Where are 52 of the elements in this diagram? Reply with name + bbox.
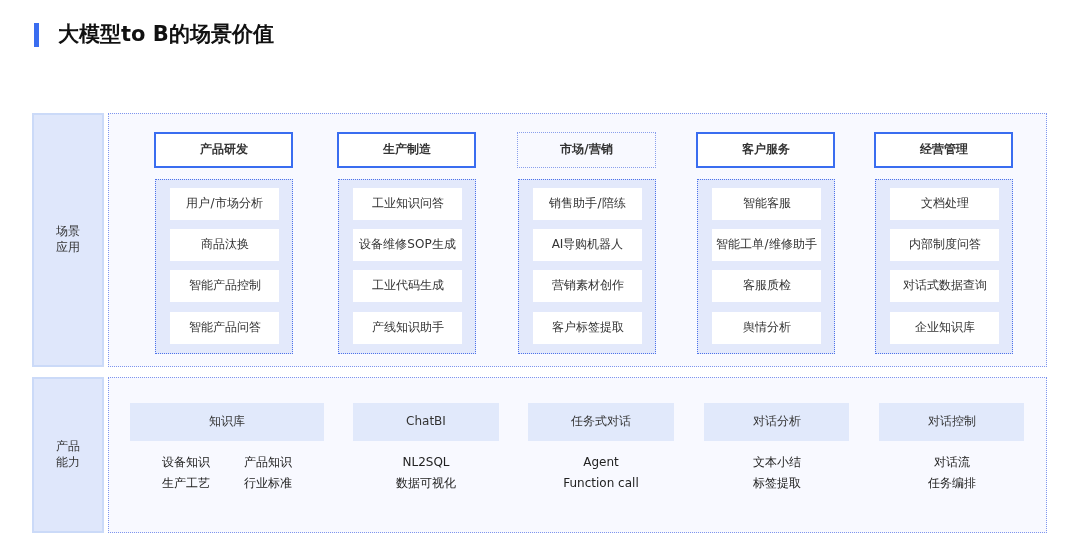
scenario-card: AI导购机器人 (533, 229, 642, 261)
scenario-card: 智能产品控制 (170, 270, 279, 302)
capability-card: 任务式对话 (528, 403, 674, 441)
category-header: 生产制造 (337, 132, 476, 168)
category-header: 产品研发 (154, 132, 293, 168)
section-label: 产品能力 (32, 377, 104, 533)
scenario-card: 对话式数据查询 (890, 270, 999, 302)
capability-feature: 生产工艺 (162, 475, 210, 492)
scenario-card: 设备维修SOP生成 (353, 229, 462, 261)
capability-feature: 对话流 (933, 455, 970, 471)
capability-feature: 数据可视化 (396, 475, 456, 492)
scenario-card: 营销素材创作 (533, 270, 642, 302)
section-panel (108, 113, 1047, 367)
scenario-card: 用户/市场分析 (170, 188, 279, 220)
scenario-card: 工业知识问答 (353, 188, 462, 220)
category-group (155, 179, 293, 354)
capability-feature: Function call (563, 475, 639, 492)
scenario-card: 文档处理 (890, 188, 999, 220)
capability-feature: NL2SQL (402, 455, 450, 471)
scenario-card: 销售助手/陪练 (533, 188, 642, 220)
category-group (875, 179, 1013, 354)
category-group (518, 179, 656, 354)
scenario-card: 客服质检 (712, 270, 821, 302)
scenario-card: 内部制度问答 (890, 229, 999, 261)
section-panel (108, 377, 1047, 533)
category-header: 客户服务 (696, 132, 835, 168)
capability-feature: 行业标准 (244, 475, 292, 492)
scenario-card: 工业代码生成 (353, 270, 462, 302)
category-group (338, 179, 476, 354)
scenario-card: 客户标签提取 (533, 312, 642, 344)
title: 大模型to B的场景价值 (58, 21, 274, 48)
category-header: 经营管理 (874, 132, 1013, 168)
scenario-card: 智能客服 (712, 188, 821, 220)
capability-feature: Agent (583, 455, 619, 471)
scenario-card: 智能工单/维修助手 (712, 229, 821, 261)
capability-feature: 文本小结 (752, 455, 801, 471)
capability-feature: 产品知识 (244, 455, 292, 471)
scenario-card: 企业知识库 (890, 312, 999, 344)
scenario-card: 智能产品问答 (170, 312, 279, 344)
capability-card: 对话分析 (704, 403, 849, 441)
capability-card: 对话控制 (879, 403, 1024, 441)
capability-feature: 标签提取 (752, 475, 801, 492)
capability-feature: 设备知识 (162, 455, 210, 471)
section-label: 场景应用 (32, 113, 104, 367)
category-group (697, 179, 835, 354)
capability-feature: 任务编排 (927, 475, 976, 492)
capability-card: ChatBI (353, 403, 499, 441)
capability-card: 知识库 (130, 403, 324, 441)
scenario-card: 产线知识助手 (353, 312, 462, 344)
scenario-card: 商品汰换 (170, 229, 279, 261)
category-header: 市场/营销 (517, 132, 656, 168)
scenario-card: 舆情分析 (712, 312, 821, 344)
